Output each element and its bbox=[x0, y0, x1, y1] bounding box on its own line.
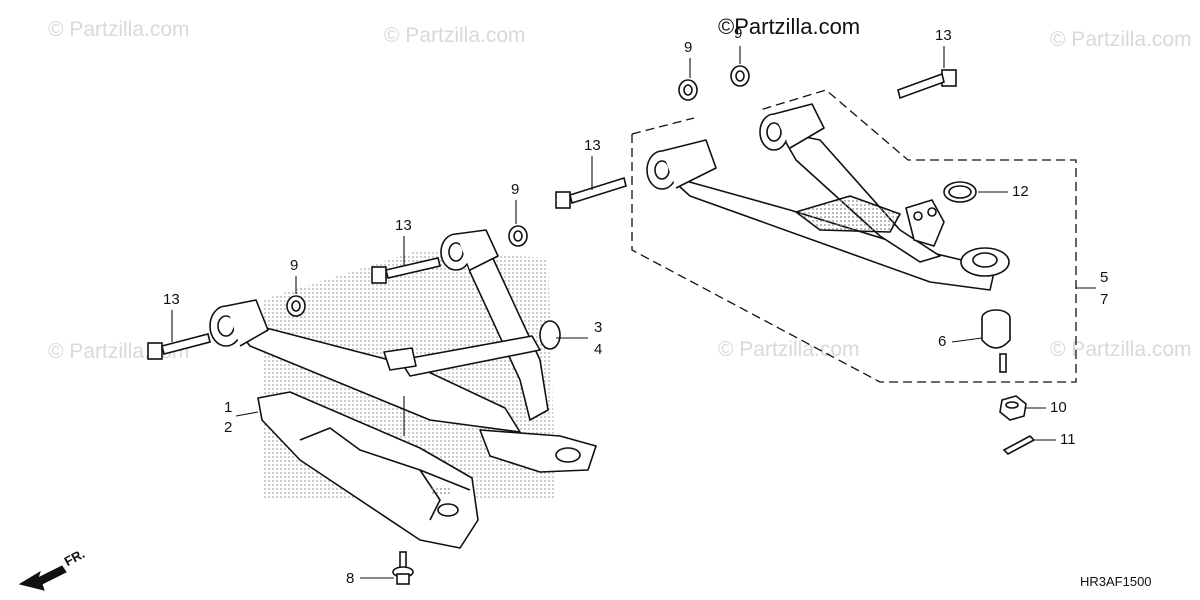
leader-lines bbox=[171, 46, 1096, 579]
callout-7: 7 bbox=[1100, 291, 1109, 308]
callout-3: 3 bbox=[594, 319, 603, 336]
front-direction-arrow bbox=[18, 565, 67, 591]
callout-9: 9 bbox=[290, 257, 299, 274]
lower-arm-assembly bbox=[209, 229, 597, 473]
snap-ring bbox=[943, 181, 977, 203]
diagram-code: HR3AF1500 bbox=[1080, 574, 1152, 589]
callout-8: 8 bbox=[346, 570, 355, 587]
assembly-outline bbox=[631, 89, 1077, 383]
cotter-pin bbox=[1002, 435, 1036, 455]
watermark: © Partzilla.com bbox=[718, 338, 860, 361]
callout-9: 9 bbox=[684, 39, 693, 56]
flange-bolts bbox=[147, 69, 957, 360]
watermark-main: ©Partzilla.com bbox=[718, 14, 861, 39]
callout-12: 12 bbox=[1012, 183, 1029, 200]
callout-4: 4 bbox=[594, 341, 603, 358]
callout-5: 5 bbox=[1100, 269, 1109, 286]
watermark: © Partzilla.com bbox=[1050, 28, 1192, 51]
flange-nuts bbox=[286, 65, 750, 317]
guard-bolt bbox=[392, 551, 414, 585]
watermark: © Partzilla.com bbox=[1050, 338, 1192, 361]
castle-nut bbox=[999, 395, 1027, 421]
upper-arm-assembly bbox=[646, 103, 1010, 291]
callout-13: 13 bbox=[163, 291, 180, 308]
callout-9: 9 bbox=[734, 25, 743, 42]
callout-10: 10 bbox=[1050, 399, 1067, 416]
watermark: © Partzilla.com bbox=[48, 18, 190, 41]
callout-1: 1 bbox=[224, 399, 233, 416]
ball-joint bbox=[981, 309, 1011, 373]
arm-guard bbox=[257, 391, 479, 549]
callout-13: 13 bbox=[584, 137, 601, 154]
callout-9: 9 bbox=[511, 181, 520, 198]
callout-13: 13 bbox=[935, 27, 952, 44]
watermark: © Partzilla.com bbox=[384, 24, 526, 47]
callout-13: 13 bbox=[395, 217, 412, 234]
callout-2: 2 bbox=[224, 419, 233, 436]
callout-11: 11 bbox=[1060, 431, 1076, 448]
callout-6: 6 bbox=[938, 333, 947, 350]
